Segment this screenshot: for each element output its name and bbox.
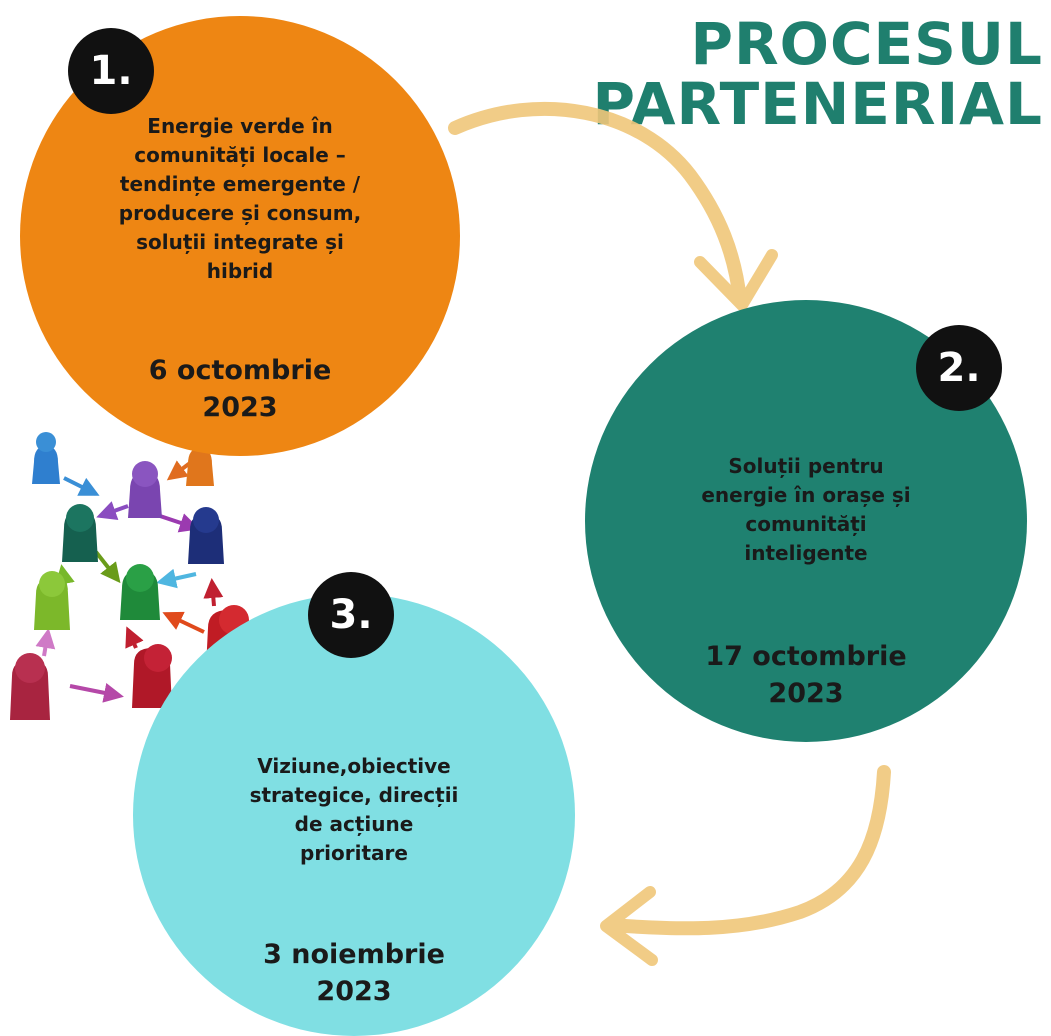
step-3-description: Viziune,obiective strategice, direcții d… — [133, 752, 575, 868]
step-1-date: 6 octombrie 2023 — [20, 352, 460, 426]
step-3-date-line: 2023 — [316, 976, 392, 1007]
step-3-desc-line: de acțiune — [294, 812, 414, 836]
step-3-desc-line: Viziune,obiective — [257, 754, 451, 778]
step-1-desc-line: comunități locale – — [134, 143, 346, 167]
step-1-desc-line: producere și consum, — [118, 201, 362, 225]
step-2-desc-line: inteligente — [744, 541, 868, 565]
step-1-desc-line: tendințe emergente / — [119, 172, 361, 196]
step-1-number-badge: 1. — [68, 28, 154, 114]
step-3-number-badge: 3. — [308, 572, 394, 658]
step-1-desc-line: Energie verde în — [147, 114, 333, 138]
step-3-date: 3 noiembrie 2023 — [133, 936, 575, 1010]
step-1-desc-line: soluții integrate și — [136, 230, 344, 254]
step-1-date-line: 2023 — [202, 392, 278, 423]
step-3-desc-line: strategice, direcții — [249, 783, 459, 807]
step-3-date-line: 3 noiembrie — [263, 939, 445, 970]
step-1-desc-line: hibrid — [206, 259, 274, 283]
step-2-description: Soluții pentru energie în orașe și comun… — [585, 452, 1027, 568]
step-3-circle: Viziune,obiective strategice, direcții d… — [133, 594, 575, 1036]
step-1-description: Energie verde în comunități locale – ten… — [20, 112, 460, 286]
title-line-2: PARTENERIAL — [592, 70, 1043, 138]
title-line-1: PROCESUL — [690, 10, 1043, 78]
step-2-desc-line: comunități — [745, 512, 867, 536]
step-2-number-badge: 2. — [916, 325, 1002, 411]
step-1-date-line: 6 octombrie — [148, 355, 332, 386]
step-2-date-line: 17 octombrie — [705, 641, 907, 672]
step-2-desc-line: energie în orașe și — [701, 483, 911, 507]
step-2-desc-line: Soluții pentru — [728, 454, 884, 478]
page-title: PROCESUL PARTENERIAL — [592, 14, 1043, 134]
step-2-date-line: 2023 — [768, 678, 844, 709]
step-2-date: 17 octombrie 2023 — [585, 638, 1027, 712]
step-3-desc-line: prioritare — [300, 841, 408, 865]
